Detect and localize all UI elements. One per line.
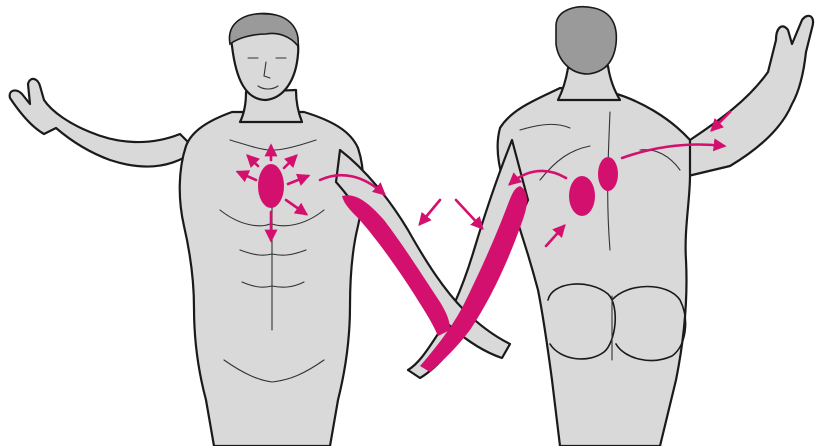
back-raised-arm (688, 16, 813, 176)
front-raised-arm (10, 79, 196, 167)
back-torso (498, 88, 690, 446)
back-view-figure (408, 7, 813, 446)
radiation-arrow-icon (420, 200, 440, 224)
back-head (556, 7, 616, 74)
front-chest-pain-focus-icon (258, 164, 284, 208)
front-view-figure (10, 14, 510, 446)
radiation-arrow-icon (456, 200, 482, 228)
back-upper-pain-focus-icon (598, 157, 618, 191)
back-scapular-pain-focus-icon (569, 176, 595, 216)
